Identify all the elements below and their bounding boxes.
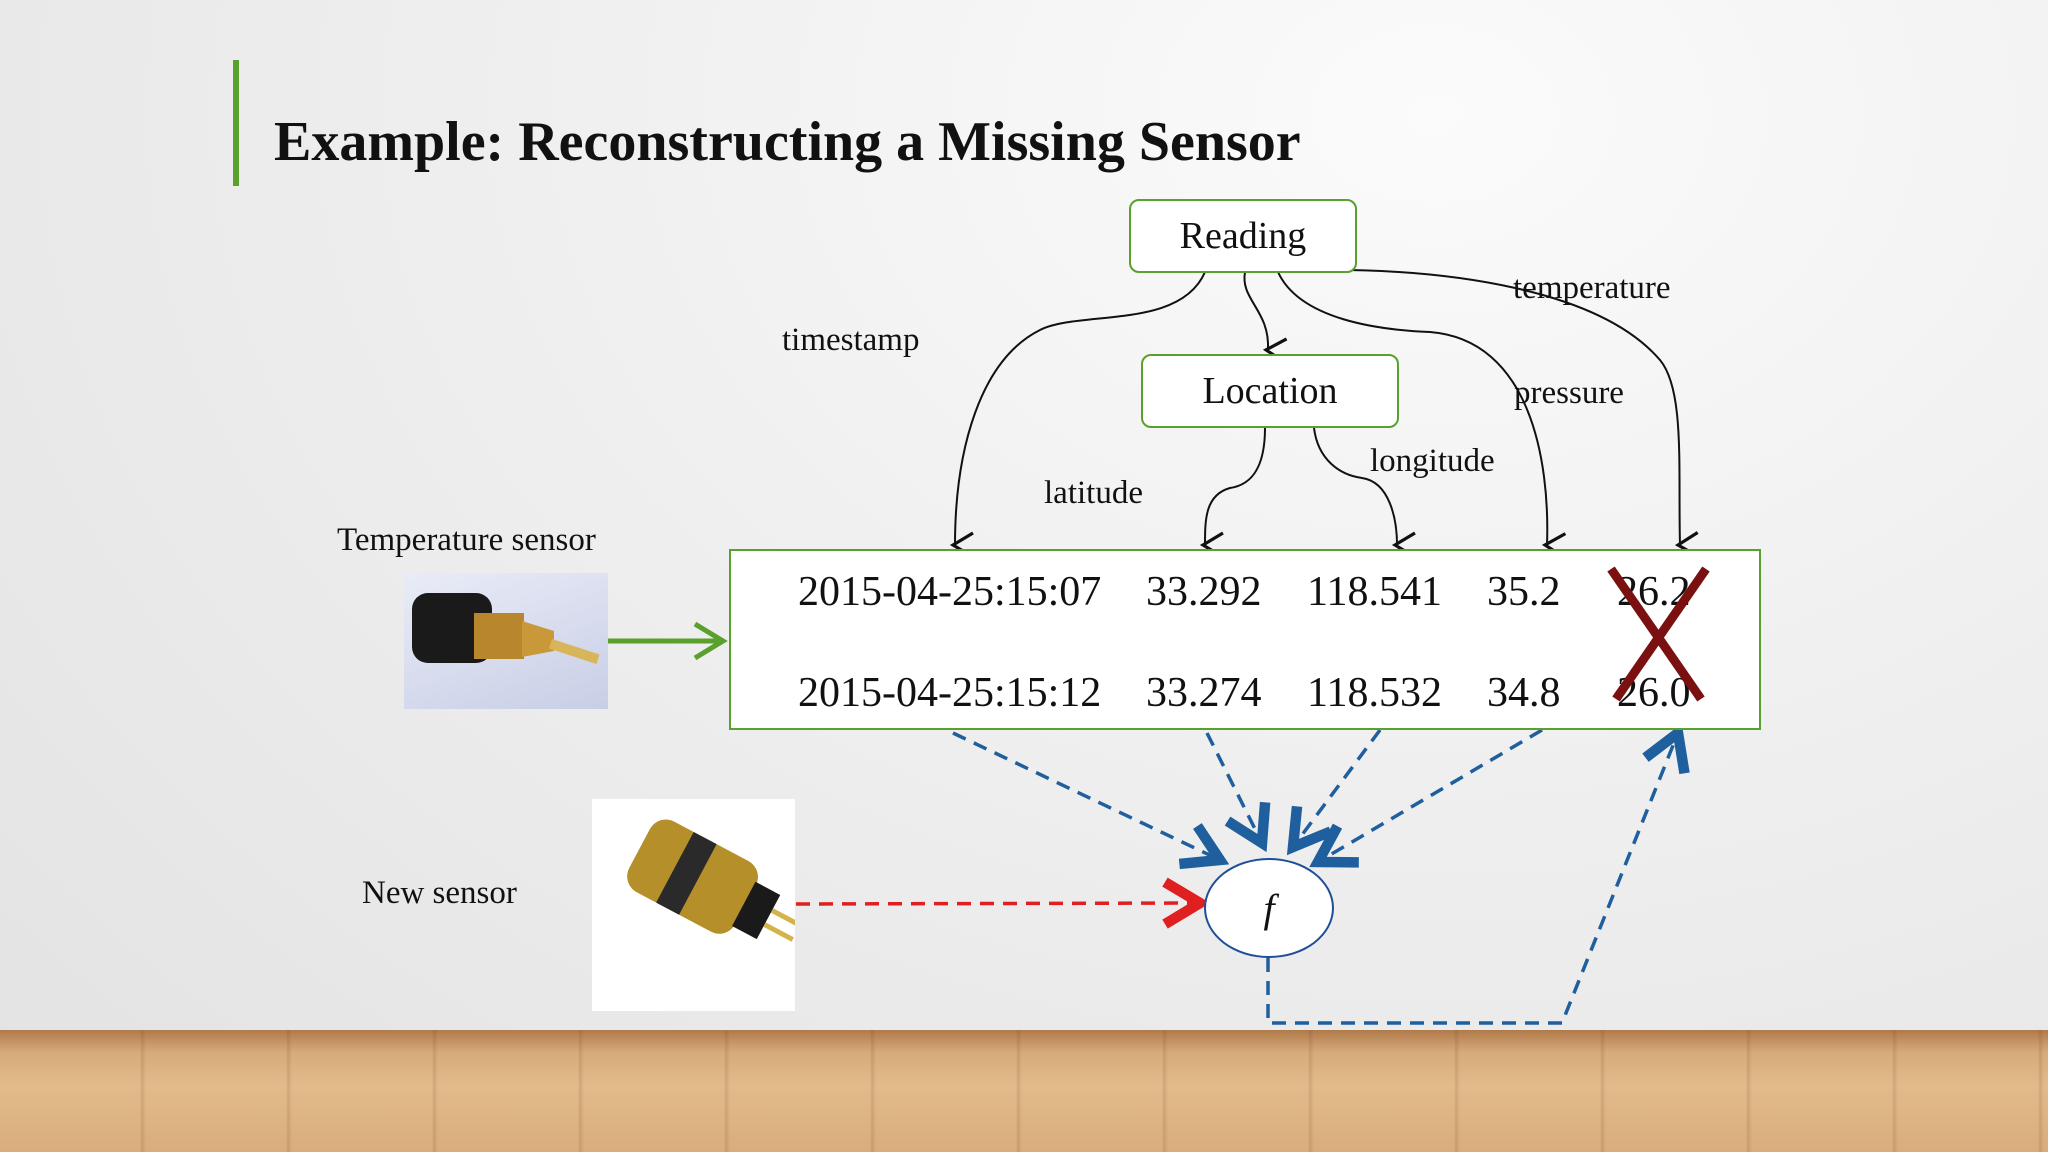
table-row-2-latitude: 33.274 [1146,670,1262,716]
function-node-label: f [1263,885,1275,931]
table-row-1-pressure: 35.2 [1487,569,1561,615]
reading-node-label: Reading [1179,215,1307,257]
dashed-longitude-to-f [1286,728,1382,856]
title-accent-bar [233,60,239,186]
table-row-1-latitude: 33.292 [1146,569,1262,615]
wooden-floor-background [0,1030,2048,1152]
temperature-sensor-label: Temperature sensor [337,522,596,558]
dashed-latitude-to-f [1205,732,1271,853]
edge-temperature [1311,268,1700,558]
table-row-2-timestamp: 2015-04-25:15:12 [798,670,1102,716]
edge-label-latitude: latitude [1044,475,1143,511]
edge-reading-location [1243,271,1288,365]
edge-label-temperature: temperature [1513,270,1671,306]
edge-label-timestamp: timestamp [782,322,920,358]
temperature-sensor-image [404,573,608,709]
table-row-2-pressure: 34.8 [1487,670,1561,716]
new-sensor-icon [627,819,795,942]
reading-node: Reading [1129,199,1357,273]
new-sensor-image [592,799,795,1011]
edge-longitude [1313,427,1416,559]
location-node-label: Location [1202,370,1338,412]
dashed-new-sensor-to-f [795,877,1211,929]
edge-label-pressure: pressure [1514,375,1624,411]
new-sensor-label: New sensor [362,875,517,911]
dashed-f-to-temperature [1266,723,1690,1025]
table-row-2-longitude: 118.532 [1307,670,1442,716]
location-node: Location [1141,354,1399,428]
edge-pressure [1277,271,1567,559]
table-row-1-timestamp: 2015-04-25:15:07 [798,569,1102,615]
edge-timestamp [949,271,1206,559]
edge-latitude [1199,427,1266,559]
dashed-timestamp-to-f [952,731,1230,870]
table-row-1-longitude: 118.541 [1307,569,1442,615]
temperature-sensor-icon [412,593,600,664]
slide-title: Example: Reconstructing a Missing Sensor [274,111,1301,173]
missing-column-cross-icon [1607,566,1710,702]
sensor-readings-table: 2015-04-25:15:07 33.292 118.541 35.2 26.… [729,549,1761,730]
function-node: f [1204,858,1334,958]
edge-label-longitude: longitude [1370,443,1495,479]
dashed-pressure-to-f [1309,728,1543,868]
